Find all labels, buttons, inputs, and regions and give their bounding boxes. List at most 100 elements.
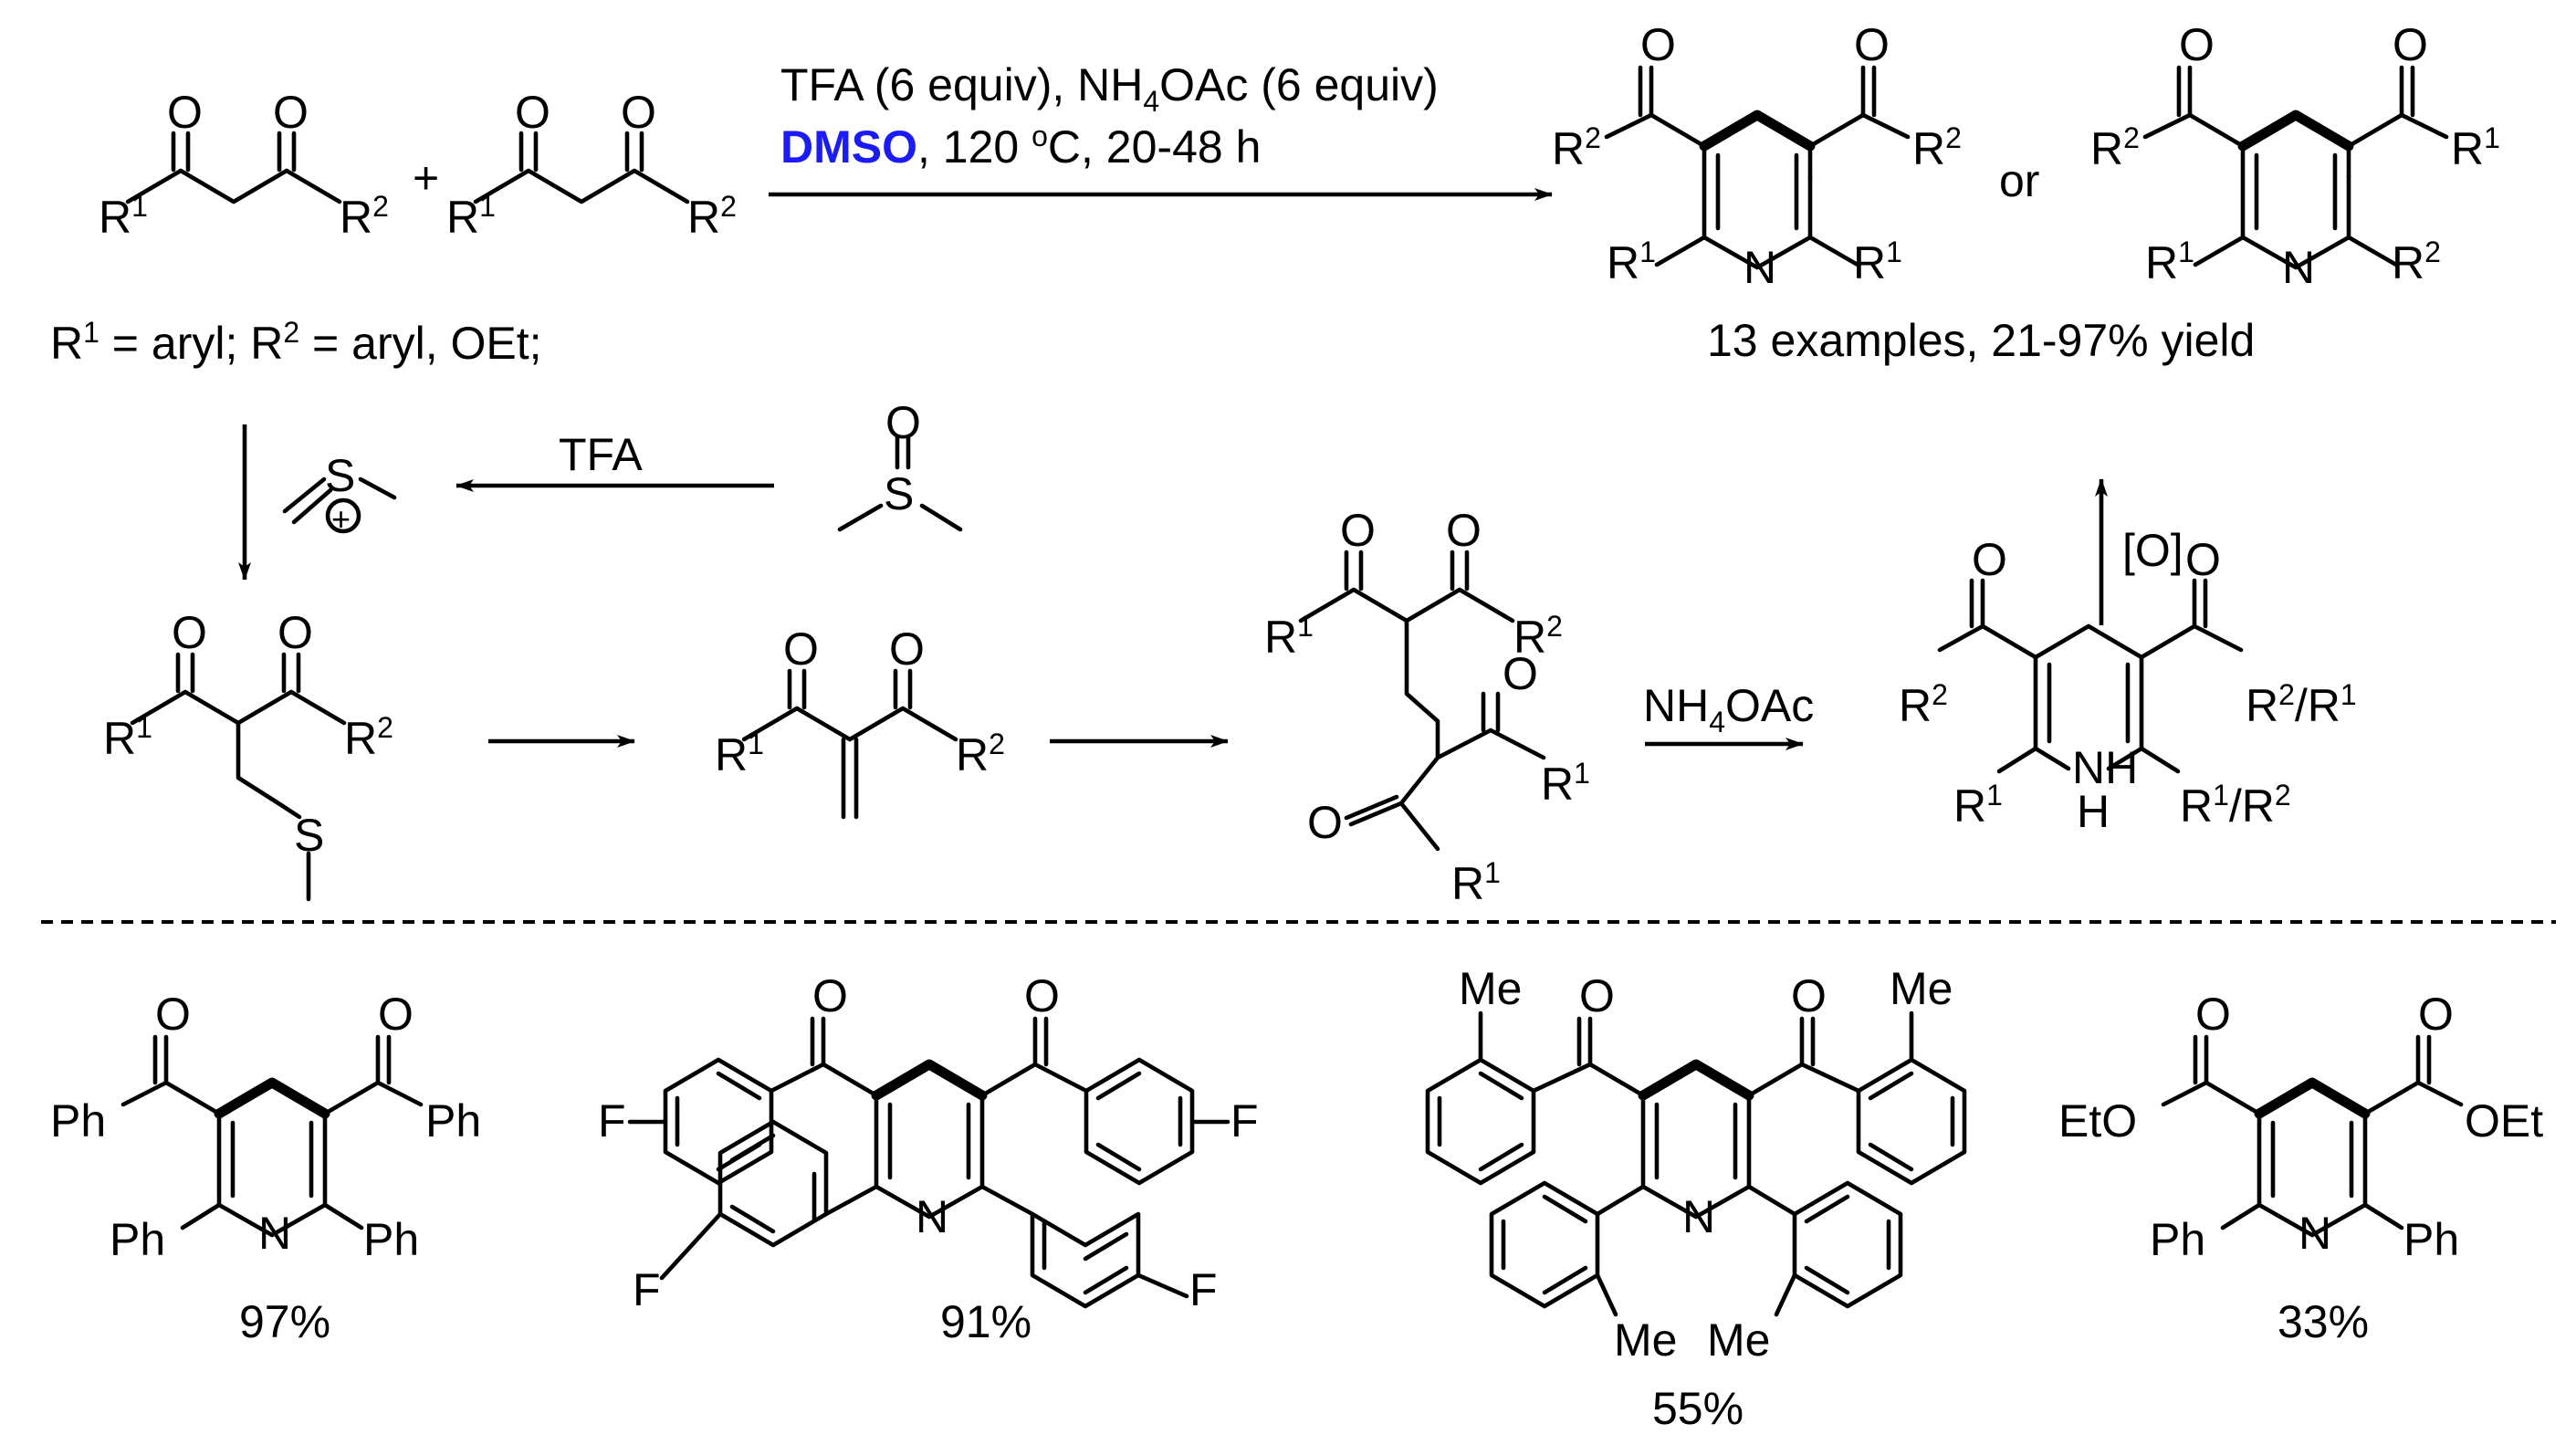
reagent-nh4oac: NH4OAc xyxy=(1643,680,1814,738)
r1-label: R1 xyxy=(2145,236,2194,288)
sulfur-label: S xyxy=(325,450,355,501)
reactant-1-diketone: O O R1 R2 xyxy=(99,87,389,243)
yield-label: 33% xyxy=(2278,1296,2369,1347)
phenyl-label: Ph xyxy=(363,1214,419,1265)
r1-label: R1 xyxy=(2451,121,2500,174)
products-summary: 13 examples, 21-97% yield xyxy=(1707,315,2255,366)
phenyl-label: Ph xyxy=(110,1214,165,1265)
tetraketone-intermediate: O O O O R1 R2 R1 R1 xyxy=(1264,505,1590,909)
r2-label: R2 xyxy=(1899,678,1948,731)
r1-label: R1 xyxy=(1451,856,1501,909)
sulfur-label: S xyxy=(294,810,324,861)
nitrogen-label: N xyxy=(2282,242,2315,293)
fluorophenyl-ring xyxy=(717,1119,829,1248)
oxygen-label: O xyxy=(889,623,925,675)
oxygen-label: O xyxy=(1791,970,1827,1021)
example-product-1: O O N Ph Ph Ph Ph 97% xyxy=(50,989,481,1347)
conditions-line-1: TFA (6 equiv), NH4OAc (6 equiv) xyxy=(780,59,1439,118)
enone-intermediate: O O R1 R2 xyxy=(715,623,1005,820)
dmso-molecule: S O xyxy=(837,397,963,532)
fluoro-label: F xyxy=(598,1095,626,1147)
oxygen-label: O xyxy=(783,623,819,675)
example-product-4: O O N EtO OEt Ph Ph 33% xyxy=(2058,989,2543,1347)
product-pyridine-unsymmetric: O O N R2 R1 R1 R2 xyxy=(2090,19,2500,293)
tolyl-ring xyxy=(1489,1180,1600,1309)
tolyl-ring xyxy=(1792,1180,1903,1309)
yield-label: 55% xyxy=(1652,1383,1744,1434)
nh-label: NH xyxy=(2072,742,2138,793)
oxygen-label: O xyxy=(1579,970,1615,1021)
solvent-dmso: DMSO xyxy=(780,121,917,173)
ethoxy-label: OEt xyxy=(2465,1095,2543,1147)
r1-label: R1 xyxy=(1541,757,1590,810)
hydrogen-label: H xyxy=(2077,786,2110,837)
r1-label: R1 xyxy=(1953,779,2003,832)
ethoxy-label: EtO xyxy=(2058,1095,2137,1147)
reactant-2-diketone: O O R1 R2 xyxy=(446,87,737,243)
oxygen-label: O xyxy=(1024,970,1060,1021)
sulfur-label: S xyxy=(884,468,914,519)
oxygen-label: O xyxy=(1446,505,1482,556)
r2-label: R2 xyxy=(2090,121,2140,174)
tolyl-ring xyxy=(1425,1057,1536,1186)
sulfonium-ion: S + xyxy=(282,450,397,538)
example-product-3: O O N Me Me Me Me 55% xyxy=(1425,963,1967,1434)
positive-charge: + xyxy=(331,500,351,538)
oxygen-label: O xyxy=(1640,19,1676,70)
tolyl-ring xyxy=(1856,1057,1967,1186)
methyl-label: Me xyxy=(1707,1314,1770,1366)
r1-label: R1 xyxy=(99,190,148,243)
oxygen-label: O xyxy=(273,87,309,138)
oxygen-label: O xyxy=(155,989,191,1040)
oxygen-label: O xyxy=(167,87,203,138)
fluoro-label: F xyxy=(1230,1095,1259,1147)
methyl-label: Me xyxy=(1890,963,1953,1014)
r2-label: R2 xyxy=(1552,121,1601,174)
oxygen-label: O xyxy=(2185,534,2221,585)
r2-label: R2 xyxy=(1513,610,1563,663)
nitrogen-label: N xyxy=(2299,1208,2331,1259)
oxygen-label: O xyxy=(277,607,313,658)
nitrogen-label: N xyxy=(916,1191,948,1242)
nitrogen-label: N xyxy=(258,1208,291,1259)
r1-label: R1 xyxy=(1853,236,1902,288)
r1-label: R1 xyxy=(103,711,152,764)
product-pyridine-symmetric: O O N R2 R2 R1 R1 xyxy=(1552,19,1962,293)
phenyl-label: Ph xyxy=(425,1095,481,1147)
r1-label: R1 xyxy=(446,190,496,243)
nitrogen-label: N xyxy=(1744,242,1776,293)
oxygen-label: O xyxy=(172,607,207,658)
oxygen-label: O xyxy=(885,397,921,448)
r2-label: R2 xyxy=(956,728,1005,780)
oxygen-label: O xyxy=(378,989,414,1040)
example-product-2: O O N F F F F 91% xyxy=(598,970,1259,1347)
oxygen-label: O xyxy=(1972,534,2007,585)
or-label: or xyxy=(1999,155,2039,206)
reagent-tfa: TFA xyxy=(559,429,643,480)
fluorophenyl-ring xyxy=(663,1057,774,1186)
phenyl-label: Ph xyxy=(2150,1214,2205,1265)
r2-label: R2 xyxy=(2392,236,2441,288)
r1-r2-label: R1/R2 xyxy=(2180,779,2291,832)
phenyl-label: Ph xyxy=(2403,1214,2459,1265)
yield-label: 91% xyxy=(940,1296,1031,1347)
oxygen-label: O xyxy=(812,970,848,1021)
oxygen-label: O xyxy=(2195,989,2231,1040)
yield-label: 97% xyxy=(239,1296,330,1347)
r2-label: R2 xyxy=(340,190,389,243)
r2-r1-label: R2/R1 xyxy=(2246,678,2357,731)
plus-sign: + xyxy=(413,152,439,204)
fluoro-label: F xyxy=(633,1264,661,1315)
oxygen-label: O xyxy=(1854,19,1890,70)
oxygen-label: O xyxy=(2418,989,2454,1040)
r2-label: R2 xyxy=(687,190,737,243)
oxygen-label: O xyxy=(1340,505,1376,556)
fluoro-label: F xyxy=(1189,1264,1218,1315)
r1-label: R1 xyxy=(1607,236,1656,288)
oxygen-label: O xyxy=(1307,797,1343,848)
substituent-definition: R1 = aryl; R2 = aryl, OEt; xyxy=(50,316,542,369)
dihydropyridine-intermediate: O O NH H R2 R2/R1 R1 R1/R2 xyxy=(1899,534,2357,837)
oxygen-label: O xyxy=(2393,19,2428,70)
positive-charge-circle xyxy=(325,497,361,534)
